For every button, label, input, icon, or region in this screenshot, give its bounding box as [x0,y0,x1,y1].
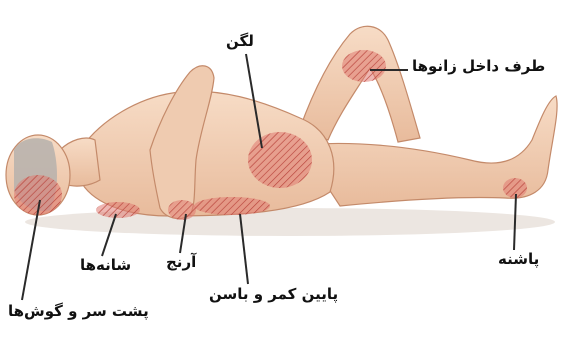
label-sacrum-buttocks: پایین کمر و باسن [209,287,338,302]
bent-leg [300,26,420,142]
label-shoulders: شانه‌ها [80,258,131,273]
leader-heel [514,194,516,250]
label-pelvis: لگن [226,34,254,49]
leader-head [22,200,40,300]
label-heel: پاشنه [498,252,539,267]
pressure-area-knee [342,50,386,82]
label-elbow: آرنج [166,255,196,270]
label-head-ears: پشت سر و گوش‌ها [8,304,149,319]
pressure-area-sacrum [194,197,270,215]
label-inner-knees: طرف داخل زانوها [412,59,545,74]
pressure-area-pelvis [248,132,312,188]
pressure-area-elbow [168,200,196,220]
pressure-area-shoulder [96,202,140,218]
